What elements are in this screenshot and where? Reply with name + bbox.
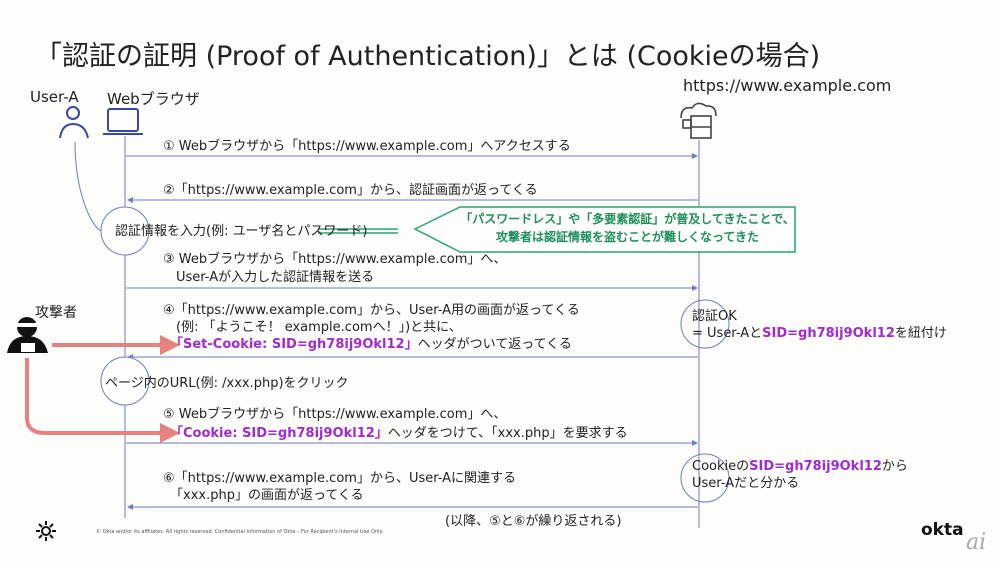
step-6-text-2: 「xxx.php」の画面が返ってくる xyxy=(170,488,364,503)
copyright-text: © Okta and/or its affiliates. All rights… xyxy=(96,529,384,535)
server-icon xyxy=(680,102,717,139)
browser-label: Webブラウザ xyxy=(107,90,200,108)
attacker-icon xyxy=(7,317,48,353)
watermark-logo: ai xyxy=(966,530,987,555)
auth-ok-text: 認証OK xyxy=(692,309,737,324)
cookie-header: 「Cookie: SID=gh78ij9Okl12」 xyxy=(170,426,388,441)
cookie-check-text: CookieのSID=gh78ij9Okl12から xyxy=(692,459,908,474)
step-3-text-2: User-Aが入力した認証情報を送る xyxy=(176,270,375,285)
auth-ok-circle xyxy=(680,299,730,349)
okta-sun-logo xyxy=(36,521,56,541)
set-cookie-header: 「Set-Cookie: SID=gh78ij9Okl12」 xyxy=(170,337,418,352)
user-icon xyxy=(59,106,89,139)
step-5-text-2: 「Cookie: SID=gh78ij9Okl12」ヘッダをつけて、「xxx.p… xyxy=(170,425,628,442)
laptop-icon xyxy=(103,108,143,135)
user-label: User-A xyxy=(30,88,79,106)
step-4-text-1: ④「https://www.example.com」から、User-A用の画面が… xyxy=(163,303,580,318)
sid-value: SID=gh78ij9Okl12 xyxy=(749,459,882,474)
step-3-text-1: ③ Webブラウザから「https://www.example.com」へ、 xyxy=(163,252,507,267)
input-step-text: 認証情報を入力(例: ユーザ名とパスワード) xyxy=(115,224,368,239)
step-4-text-2: (例: 「ようこそ！ example.comへ！」)と共に、 xyxy=(176,320,462,335)
click-step-circle xyxy=(100,356,150,406)
step-1-text: ① Webブラウザから「https://www.example.com」へアクセ… xyxy=(163,139,571,154)
step-5-text-1: ⑤ Webブラウザから「https://www.example.com」へ、 xyxy=(163,407,507,422)
user-connector xyxy=(74,141,102,232)
callout-text: 「パスワードレス」や「多要素認証」が普及してきたことで、 攻撃者は認証情報を盗む… xyxy=(460,210,795,246)
cookie-check-text-2: User-Aだと分かる xyxy=(692,476,800,491)
callout-line-1: 「パスワードレス」や「多要素認証」が普及してきたことで、 xyxy=(460,212,795,226)
callout-box xyxy=(413,206,796,253)
step-2-text: ②「https://www.example.com」から、認証画面が返ってくる xyxy=(163,183,538,198)
page-title: 「認証の証明 (Proof of Authentication)」とは (Coo… xyxy=(35,41,821,72)
callout-line-2: 攻撃者は認証情報を盗むことが難しくなってきた xyxy=(495,230,760,244)
click-step-text: ページ内のURL(例: /xxx.php)をクリック xyxy=(105,376,349,391)
attacker-label: 攻撃者 xyxy=(35,305,77,321)
cookie-check-circle xyxy=(680,453,730,503)
input-step-circle xyxy=(100,206,150,256)
step-5-suffix: ヘッダをつけて、「xxx.php」を要求する xyxy=(387,426,628,441)
sid-value: SID=gh78ij9Okl12 xyxy=(762,326,895,341)
step-6-text-1: ⑥「https://www.example.com」から、User-Aに関連する xyxy=(163,471,517,486)
step-4-text-3: 「Set-Cookie: SID=gh78ij9Okl12」ヘッダがついて返って… xyxy=(170,336,572,353)
step-4-suffix: ヘッダがついて返ってくる xyxy=(417,337,572,352)
bind-text: = User-AとSID=gh78ij9Okl12を紐付け xyxy=(692,326,947,341)
okta-logo: okta xyxy=(921,520,964,540)
server-label: https://www.example.com xyxy=(683,76,892,95)
repeat-note: (以降、⑤と⑥が繰り返される) xyxy=(445,514,622,529)
attacker-arrow-2 xyxy=(25,358,180,443)
